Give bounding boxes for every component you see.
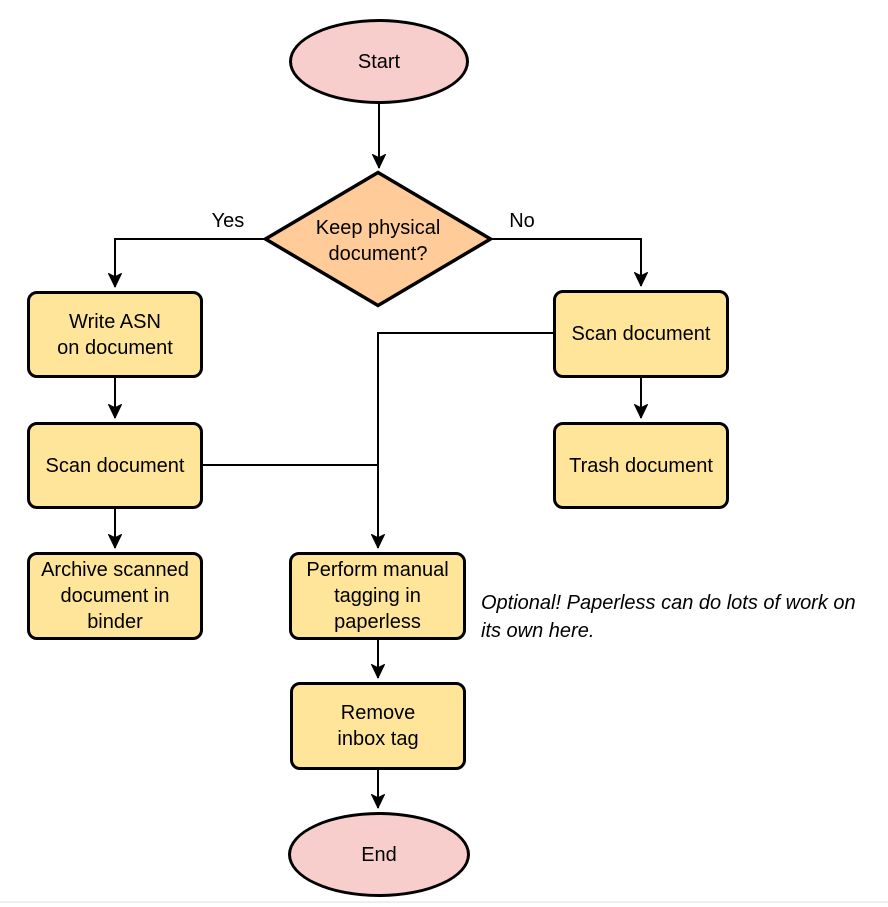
- process-manual-tagging-label: Perform manual tagging in paperless: [306, 559, 449, 633]
- process-write-asn-label: Write ASN on document: [57, 310, 173, 359]
- process-remove-inbox-tag: Remove inbox tag: [290, 682, 466, 770]
- no-edge-label: No: [509, 210, 535, 232]
- process-scan-document-left: Scan document: [27, 422, 203, 509]
- end-node: End: [288, 812, 470, 897]
- decision-label: Keep physical document?: [315, 217, 441, 265]
- yes-edge-label: Yes: [211, 210, 245, 232]
- page-bottom-divider: [0, 901, 888, 903]
- edge-decision-yes: [108, 238, 265, 288]
- end-label: End: [361, 843, 397, 866]
- process-trash-document-label: Trash document: [569, 454, 713, 477]
- process-write-asn: Write ASN on document: [27, 291, 203, 378]
- process-scan-document-right-label: Scan document: [571, 323, 711, 345]
- process-manual-tagging: Perform manual tagging in paperless: [289, 552, 466, 640]
- process-archive-binder-label: Archive scanned document in binder: [41, 559, 189, 633]
- decision-diamond: [262, 170, 494, 308]
- edge-scanright-tagging: [371, 332, 553, 549]
- process-scan-document-right: Scan document: [553, 290, 729, 378]
- start-label: Start: [357, 50, 401, 73]
- start-node: Start: [289, 19, 469, 104]
- process-trash-document: Trash document: [553, 422, 729, 509]
- annotation-note: Optional! Paperless can do lots of work …: [481, 592, 856, 642]
- process-remove-inbox-tag-label: Remove inbox tag: [337, 702, 419, 750]
- process-scan-document-left-label: Scan document: [45, 454, 185, 477]
- process-archive-binder: Archive scanned document in binder: [27, 552, 203, 640]
- edge-decision-no: [491, 238, 648, 287]
